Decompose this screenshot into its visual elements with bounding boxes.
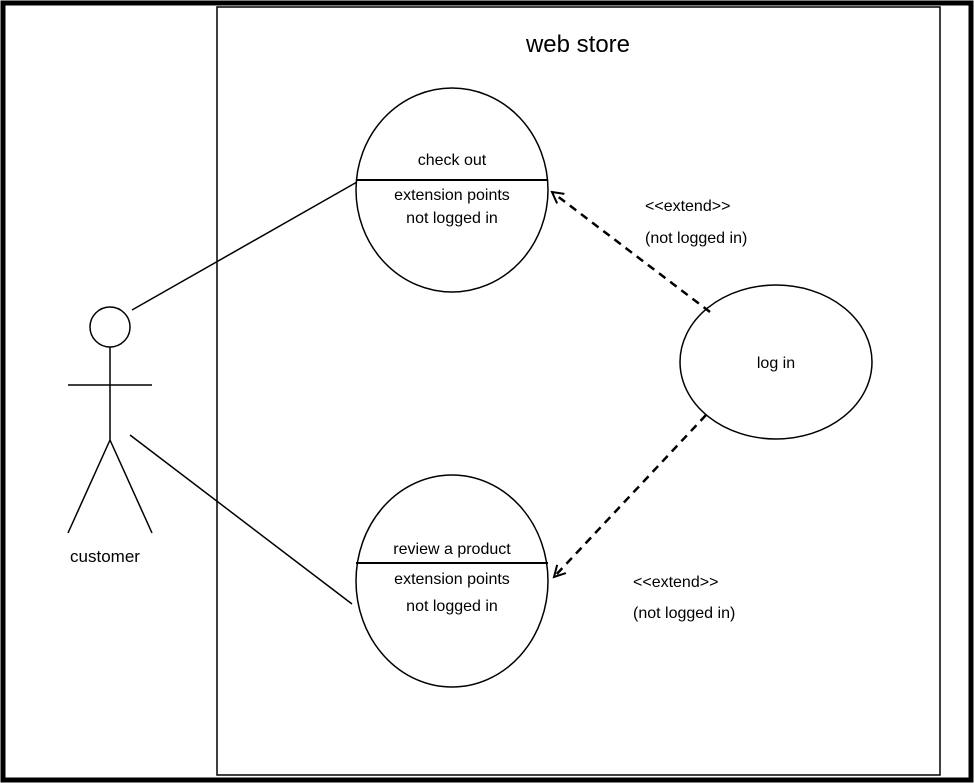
extend-arrow-review: [554, 414, 707, 577]
actor-left-leg: [67, 439, 111, 534]
use-case-checkout: check out extension points not logged in: [355, 87, 549, 293]
association-review: [129, 434, 353, 605]
use-case-checkout-ellipse: [355, 87, 549, 293]
actor-right-leg: [109, 439, 153, 534]
extend-checkout-condition: (not logged in): [645, 230, 747, 247]
use-case-checkout-extension-point: not logged in: [406, 210, 498, 227]
use-case-review-compartment-title: extension points: [394, 571, 510, 588]
extend-checkout-stereotype: <<extend>>: [645, 198, 730, 215]
use-case-login-name: log in: [757, 355, 795, 372]
use-case-checkout-name: check out: [418, 152, 487, 169]
association-checkout: [131, 181, 358, 311]
extend-review-condition: (not logged in): [633, 605, 735, 622]
system-title: web store: [525, 31, 630, 58]
use-case-review: review a product extension points not lo…: [355, 474, 549, 688]
use-case-review-ellipse: [355, 474, 549, 688]
use-case-login-ellipse: [679, 284, 873, 440]
system-boundary: [216, 6, 941, 776]
actor-customer: [67, 306, 153, 534]
use-case-login: log in: [679, 284, 873, 440]
use-case-review-extension-point: not logged in: [406, 598, 498, 615]
use-case-checkout-compartment-title: extension points: [394, 187, 510, 204]
actor-name: customer: [70, 547, 140, 566]
extend-arrow-checkout: [552, 192, 711, 313]
extend-review-stereotype: <<extend>>: [633, 574, 718, 591]
use-case-review-name: review a product: [393, 541, 511, 558]
